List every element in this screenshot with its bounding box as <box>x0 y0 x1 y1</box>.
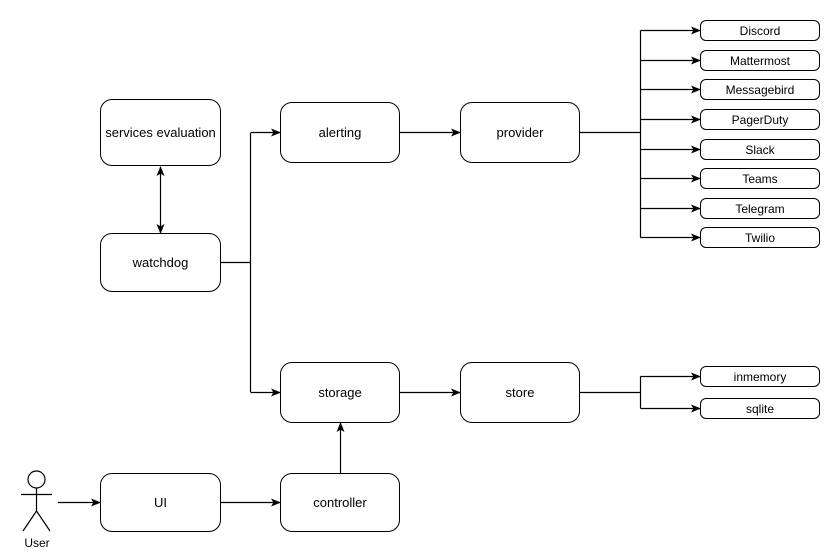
node-storage[interactable]: storage <box>280 362 400 423</box>
node-provider-telegram[interactable]: Telegram <box>700 198 820 219</box>
node-store-inmemory-label: inmemory <box>733 369 787 384</box>
node-provider-messagebird[interactable]: Messagebird <box>700 79 820 100</box>
node-ui-label: UI <box>154 495 167 510</box>
actor-head-icon <box>27 470 46 489</box>
node-provider-teams[interactable]: Teams <box>700 168 820 189</box>
node-controller-label: controller <box>313 495 367 510</box>
node-watchdog-label: watchdog <box>132 255 189 270</box>
node-provider-pagerduty[interactable]: PagerDuty <box>700 109 820 130</box>
node-provider-teams-label: Teams <box>742 171 778 186</box>
node-provider-messagebird-label: Messagebird <box>725 82 795 97</box>
node-provider-twilio-label: Twilio <box>744 230 775 245</box>
node-provider-mattermost[interactable]: Mattermost <box>700 50 820 71</box>
node-alerting-label: alerting <box>318 125 362 140</box>
node-controller[interactable]: controller <box>280 473 400 532</box>
node-store-label: store <box>505 385 535 400</box>
node-services-evaluation-label: services evaluation <box>105 125 216 140</box>
actor-leg-right <box>36 510 51 532</box>
node-provider-twilio[interactable]: Twilio <box>700 227 820 248</box>
actor-user-label: User <box>24 536 50 550</box>
node-provider-slack-label: Slack <box>745 142 775 157</box>
node-provider-label: provider <box>496 125 544 140</box>
node-store-sqlite[interactable]: sqlite <box>700 398 820 419</box>
node-ui[interactable]: UI <box>100 473 221 532</box>
node-provider-telegram-label: Telegram <box>735 201 785 216</box>
node-provider[interactable]: provider <box>460 102 580 163</box>
node-store[interactable]: store <box>460 362 580 423</box>
node-provider-slack[interactable]: Slack <box>700 139 820 160</box>
node-provider-pagerduty-label: PagerDuty <box>731 112 789 127</box>
node-provider-discord[interactable]: Discord <box>700 20 820 41</box>
node-provider-mattermost-label: Mattermost <box>729 53 790 68</box>
node-services-evaluation[interactable]: services evaluation <box>100 99 221 166</box>
node-watchdog[interactable]: watchdog <box>100 233 221 292</box>
node-storage-label: storage <box>318 385 362 400</box>
actor-user-figure <box>21 470 52 532</box>
node-alerting[interactable]: alerting <box>280 102 400 163</box>
node-provider-discord-label: Discord <box>739 23 781 38</box>
node-store-sqlite-label: sqlite <box>745 401 774 416</box>
node-store-inmemory[interactable]: inmemory <box>700 366 820 387</box>
actor-leg-left <box>22 510 37 532</box>
